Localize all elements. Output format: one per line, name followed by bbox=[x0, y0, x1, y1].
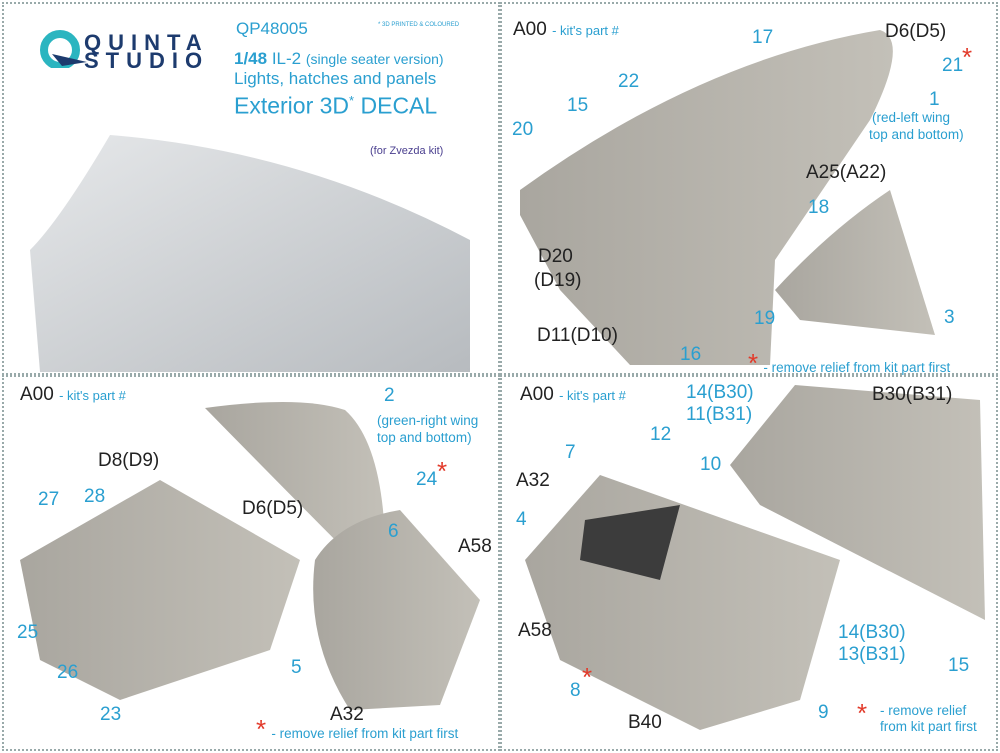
star: * bbox=[256, 714, 267, 744]
callout-10: 10 bbox=[700, 454, 722, 475]
panel-overview bbox=[2, 2, 500, 375]
callout-7: 7 bbox=[565, 442, 576, 463]
part-a00-legend: A00 - kit's part # bbox=[513, 20, 619, 39]
part-a32: A32 bbox=[330, 704, 364, 725]
callout-24: 24 bbox=[416, 469, 438, 490]
callout-19: 19 bbox=[754, 308, 776, 329]
relief-note-br-2: from kit part first bbox=[880, 719, 977, 734]
callout-20: 20 bbox=[512, 119, 534, 140]
part-a58: A58 bbox=[458, 536, 492, 557]
cockpit-opening bbox=[580, 505, 680, 580]
panel-fuselage bbox=[500, 375, 998, 751]
panel-left-wing bbox=[500, 2, 998, 375]
callout-8: 8 bbox=[570, 680, 581, 701]
part-a32-br: A32 bbox=[516, 470, 550, 491]
relief-star-8: * bbox=[582, 662, 593, 692]
callout-18: 18 bbox=[808, 197, 830, 218]
red-wing-note-1: (red-left wing bbox=[872, 110, 951, 125]
callout-28: 28 bbox=[84, 486, 106, 507]
callout-6: 6 bbox=[388, 521, 399, 542]
quinta-logo: QUINTA STUDIO bbox=[32, 28, 202, 73]
green-wing-note-2: top and bottom) bbox=[377, 430, 472, 445]
part-b30: B30(B31) bbox=[872, 384, 953, 405]
relief-note-br-1: - remove relief bbox=[880, 703, 967, 718]
callout-12: 12 bbox=[650, 424, 672, 445]
overview-wing-photo bbox=[30, 135, 470, 372]
asterisk: * bbox=[349, 93, 355, 108]
a00: A00 bbox=[513, 19, 547, 40]
variant: (single seater version) bbox=[305, 51, 444, 67]
kits-part: - kit's part # bbox=[59, 388, 126, 403]
product-code: QP48005 bbox=[236, 19, 308, 38]
panel-right-wing bbox=[2, 375, 500, 751]
relief-star-br: * bbox=[857, 698, 868, 728]
part-d8: D8(D9) bbox=[98, 450, 160, 471]
product-name: Exterior 3D* DECAL bbox=[234, 94, 437, 118]
a25-part bbox=[775, 190, 935, 335]
callout-1: 1 bbox=[929, 89, 940, 110]
part-d6: D6(D5) bbox=[885, 21, 947, 42]
part-d11: D11(D10) bbox=[537, 325, 618, 346]
note-star: * bbox=[378, 22, 381, 28]
remove-text: - remove relief from kit part first bbox=[763, 360, 951, 375]
kits-part: - kit's part # bbox=[559, 388, 626, 403]
callout-16: 16 bbox=[680, 344, 702, 365]
logo-text-studio: STUDIO bbox=[84, 48, 210, 73]
part-a00-legend-br: A00 - kit's part # bbox=[520, 385, 626, 404]
callout-2: 2 bbox=[384, 385, 395, 406]
relief-note-bl: * - remove relief from kit part first bbox=[256, 716, 458, 742]
red-wing-note-2: top and bottom) bbox=[869, 127, 964, 142]
part-a58-br: A58 bbox=[518, 620, 552, 641]
callout-5: 5 bbox=[291, 657, 302, 678]
callout-15-br: 15 bbox=[948, 655, 970, 676]
callout-17: 17 bbox=[752, 27, 774, 48]
kit-note: (for Zvezda kit) bbox=[370, 145, 444, 157]
scale: 1/48 bbox=[234, 49, 268, 68]
logo-q-icon bbox=[40, 30, 87, 70]
product: Exterior 3D bbox=[234, 92, 350, 119]
right-wing-part bbox=[20, 480, 300, 700]
part-a25: A25(A22) bbox=[806, 162, 887, 183]
callout-13-b31: 13(B31) bbox=[838, 644, 906, 665]
model: IL-2 bbox=[271, 49, 302, 68]
callout-11-b31: 11(B31) bbox=[686, 404, 753, 425]
logo-text-quinta: QUINTA bbox=[84, 30, 209, 55]
decal: DECAL bbox=[360, 92, 438, 119]
a00: A00 bbox=[520, 384, 554, 405]
subtitle: Lights, hatches and panels bbox=[234, 69, 437, 88]
callout-26: 26 bbox=[57, 662, 79, 683]
callout-9: 9 bbox=[818, 702, 829, 723]
part-d6-bl: D6(D5) bbox=[242, 498, 304, 519]
callout-27: 27 bbox=[38, 489, 60, 510]
part-b40: B40 bbox=[628, 712, 662, 733]
a00: A00 bbox=[20, 384, 54, 405]
remove-text: - remove relief from kit part first bbox=[271, 726, 459, 741]
callout-14-b30-2: 14(B30) bbox=[838, 622, 906, 643]
printed-note: * 3D PRINTED & COLOURED bbox=[378, 22, 459, 28]
callout-15: 15 bbox=[567, 95, 589, 116]
relief-note-tr: * - remove relief from kit part first bbox=[748, 350, 950, 376]
part-d20: D20 bbox=[538, 246, 573, 267]
wing-panel-b30 bbox=[730, 385, 985, 620]
callout-4: 4 bbox=[516, 509, 527, 530]
nacelle-part bbox=[313, 510, 480, 710]
callout-14-b30: 14(B30) bbox=[686, 382, 754, 403]
callout-3: 3 bbox=[944, 307, 955, 328]
callout-25: 25 bbox=[17, 622, 39, 643]
model-title: 1/48 IL-2 (single seater version) bbox=[234, 50, 444, 67]
kits-part: - kit's part # bbox=[552, 23, 619, 38]
star: * bbox=[748, 348, 759, 378]
part-d19: (D19) bbox=[534, 270, 582, 291]
relief-star: * bbox=[962, 42, 973, 72]
callout-21: 21 bbox=[942, 55, 964, 76]
green-wing-note-1: (green-right wing bbox=[377, 413, 479, 428]
callout-22: 22 bbox=[618, 71, 640, 92]
relief-star-24: * bbox=[437, 456, 448, 486]
note-text: 3D PRINTED & COLOURED bbox=[382, 22, 460, 28]
part-a00-legend-bl: A00 - kit's part # bbox=[20, 385, 126, 404]
left-wing-part bbox=[520, 30, 893, 365]
callout-23: 23 bbox=[100, 704, 122, 725]
